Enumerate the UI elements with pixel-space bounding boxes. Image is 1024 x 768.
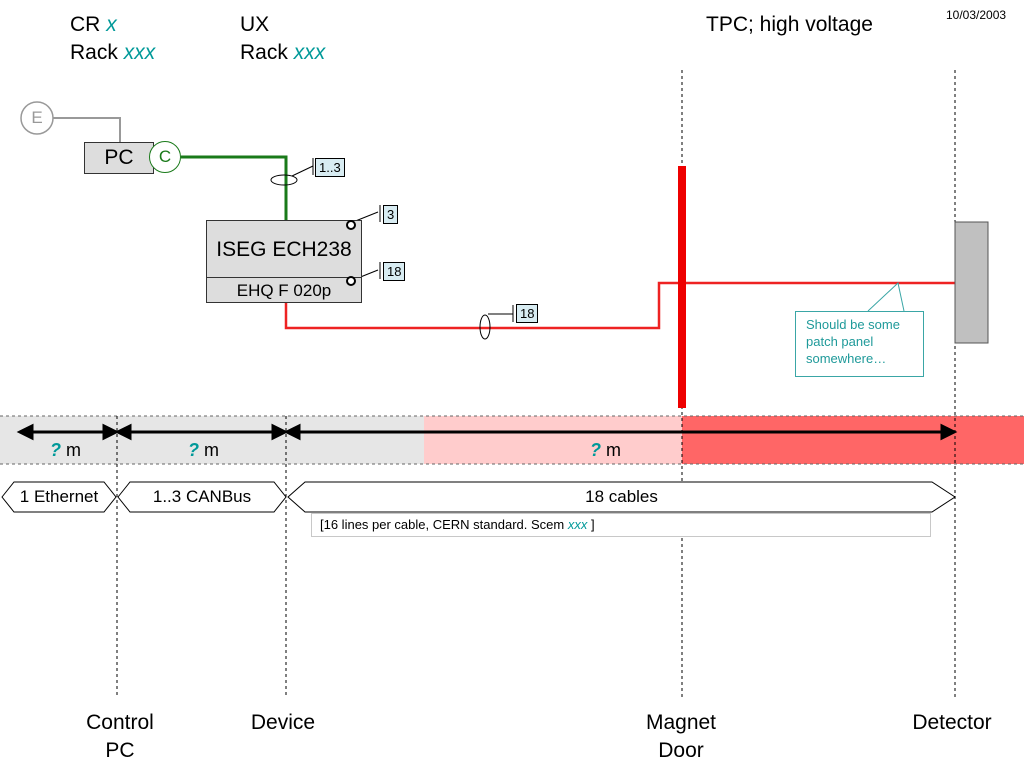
magnet-label-line1: Magnet bbox=[645, 711, 717, 734]
canbus-tag-leader bbox=[291, 165, 314, 177]
cr-rack-label: Rack bbox=[70, 41, 118, 64]
ux-label: UX bbox=[240, 13, 270, 36]
cables-note-prefix: [16 lines per cable, CERN standard. Scem bbox=[320, 517, 565, 532]
magnet-label-line2: Door bbox=[658, 739, 704, 762]
canbus-count-tag: 1..3 bbox=[315, 158, 345, 177]
control-pc-label-line1: Control bbox=[86, 711, 154, 734]
pc-box: PC bbox=[84, 142, 154, 174]
iseg-crate: ISEG ECH238 bbox=[206, 220, 362, 278]
detector-label: Detector bbox=[912, 711, 992, 734]
device-label: Device bbox=[250, 711, 316, 734]
ehq-label: EHQ F 020p bbox=[236, 281, 332, 300]
distance-pc-unit: m bbox=[66, 440, 82, 460]
iseg-top-count-tag: 3 bbox=[383, 205, 399, 224]
cables-note-suffix: ] bbox=[590, 517, 595, 532]
magnet-door-bar bbox=[678, 166, 686, 408]
ux-rack-value: xxx bbox=[293, 41, 326, 64]
hv-cable bbox=[284, 281, 955, 330]
canbus-bundle-ring bbox=[270, 174, 298, 186]
segment-ethernet-label: 1 Ethernet bbox=[19, 487, 99, 506]
cr-rack: Rack xxx bbox=[70, 42, 155, 63]
can-connector: C bbox=[149, 141, 181, 173]
iseg-bottom-connector bbox=[346, 276, 356, 286]
arrow-can-left-head bbox=[114, 423, 132, 441]
arrow-pc-left-head bbox=[16, 423, 34, 441]
distance-cable-unit: m bbox=[606, 440, 622, 460]
segment-canbus-label: 1..3 CANBus bbox=[152, 487, 252, 506]
arrow-pc-right-head bbox=[102, 423, 120, 441]
patch-panel-note: Should be some patch panel somewhere… bbox=[795, 311, 924, 377]
can-connector-label: C bbox=[158, 147, 172, 166]
arrow-cable-right-head bbox=[940, 423, 958, 441]
segment-ethernet-shape bbox=[1, 481, 117, 513]
cr-rack-value: xxx bbox=[123, 41, 156, 64]
ux-rack: Rack xxx bbox=[240, 42, 325, 63]
iseg-bottom-count-tag: 18 bbox=[383, 262, 406, 281]
page-title: TPC; high voltage bbox=[706, 13, 873, 36]
segment-canbus-shape bbox=[117, 481, 287, 513]
canbus-cable bbox=[181, 155, 288, 220]
iseg-top-connector bbox=[346, 220, 356, 230]
cr-label-text: CR bbox=[70, 13, 101, 36]
distance-cable: ? m bbox=[590, 441, 621, 459]
ethernet-label: E bbox=[31, 108, 43, 127]
date-stamp: 10/03/2003 bbox=[946, 8, 1007, 22]
distance-pc-value: ? bbox=[50, 440, 61, 460]
cable-count-tag: 18 bbox=[516, 304, 539, 323]
distance-can-value: ? bbox=[188, 440, 199, 460]
distance-pc: ? m bbox=[50, 441, 81, 459]
band-light-red bbox=[424, 416, 682, 464]
note-pointer bbox=[867, 282, 905, 312]
ux-rack-label: Rack bbox=[240, 41, 288, 64]
segment-cables-shape bbox=[287, 481, 956, 513]
distance-can: ? m bbox=[188, 441, 219, 459]
cables-note-italic: xxx bbox=[567, 517, 588, 532]
detector-block bbox=[954, 221, 989, 344]
ethernet-link bbox=[53, 117, 121, 142]
pc-label: PC bbox=[104, 146, 134, 169]
cr-value: x bbox=[106, 13, 117, 36]
ehq-module: EHQ F 020p bbox=[206, 277, 362, 303]
arrow-can-right-head bbox=[271, 423, 289, 441]
band-grey bbox=[0, 416, 424, 464]
band-red bbox=[682, 416, 1024, 464]
distance-can-unit: m bbox=[204, 440, 220, 460]
cr-label: CR x bbox=[70, 14, 117, 35]
distance-cable-value: ? bbox=[590, 440, 601, 460]
control-pc-label-line2: PC bbox=[105, 739, 135, 762]
segment-cables-label: 18 cables bbox=[585, 487, 658, 506]
cables-detail-note: [16 lines per cable, CERN standard. Scem… bbox=[311, 513, 931, 537]
arrow-cable-left-head bbox=[283, 423, 301, 441]
distance-arrows bbox=[16, 423, 958, 441]
iseg-label: ISEG ECH238 bbox=[216, 238, 352, 261]
hv-bundle-ring bbox=[479, 314, 491, 340]
